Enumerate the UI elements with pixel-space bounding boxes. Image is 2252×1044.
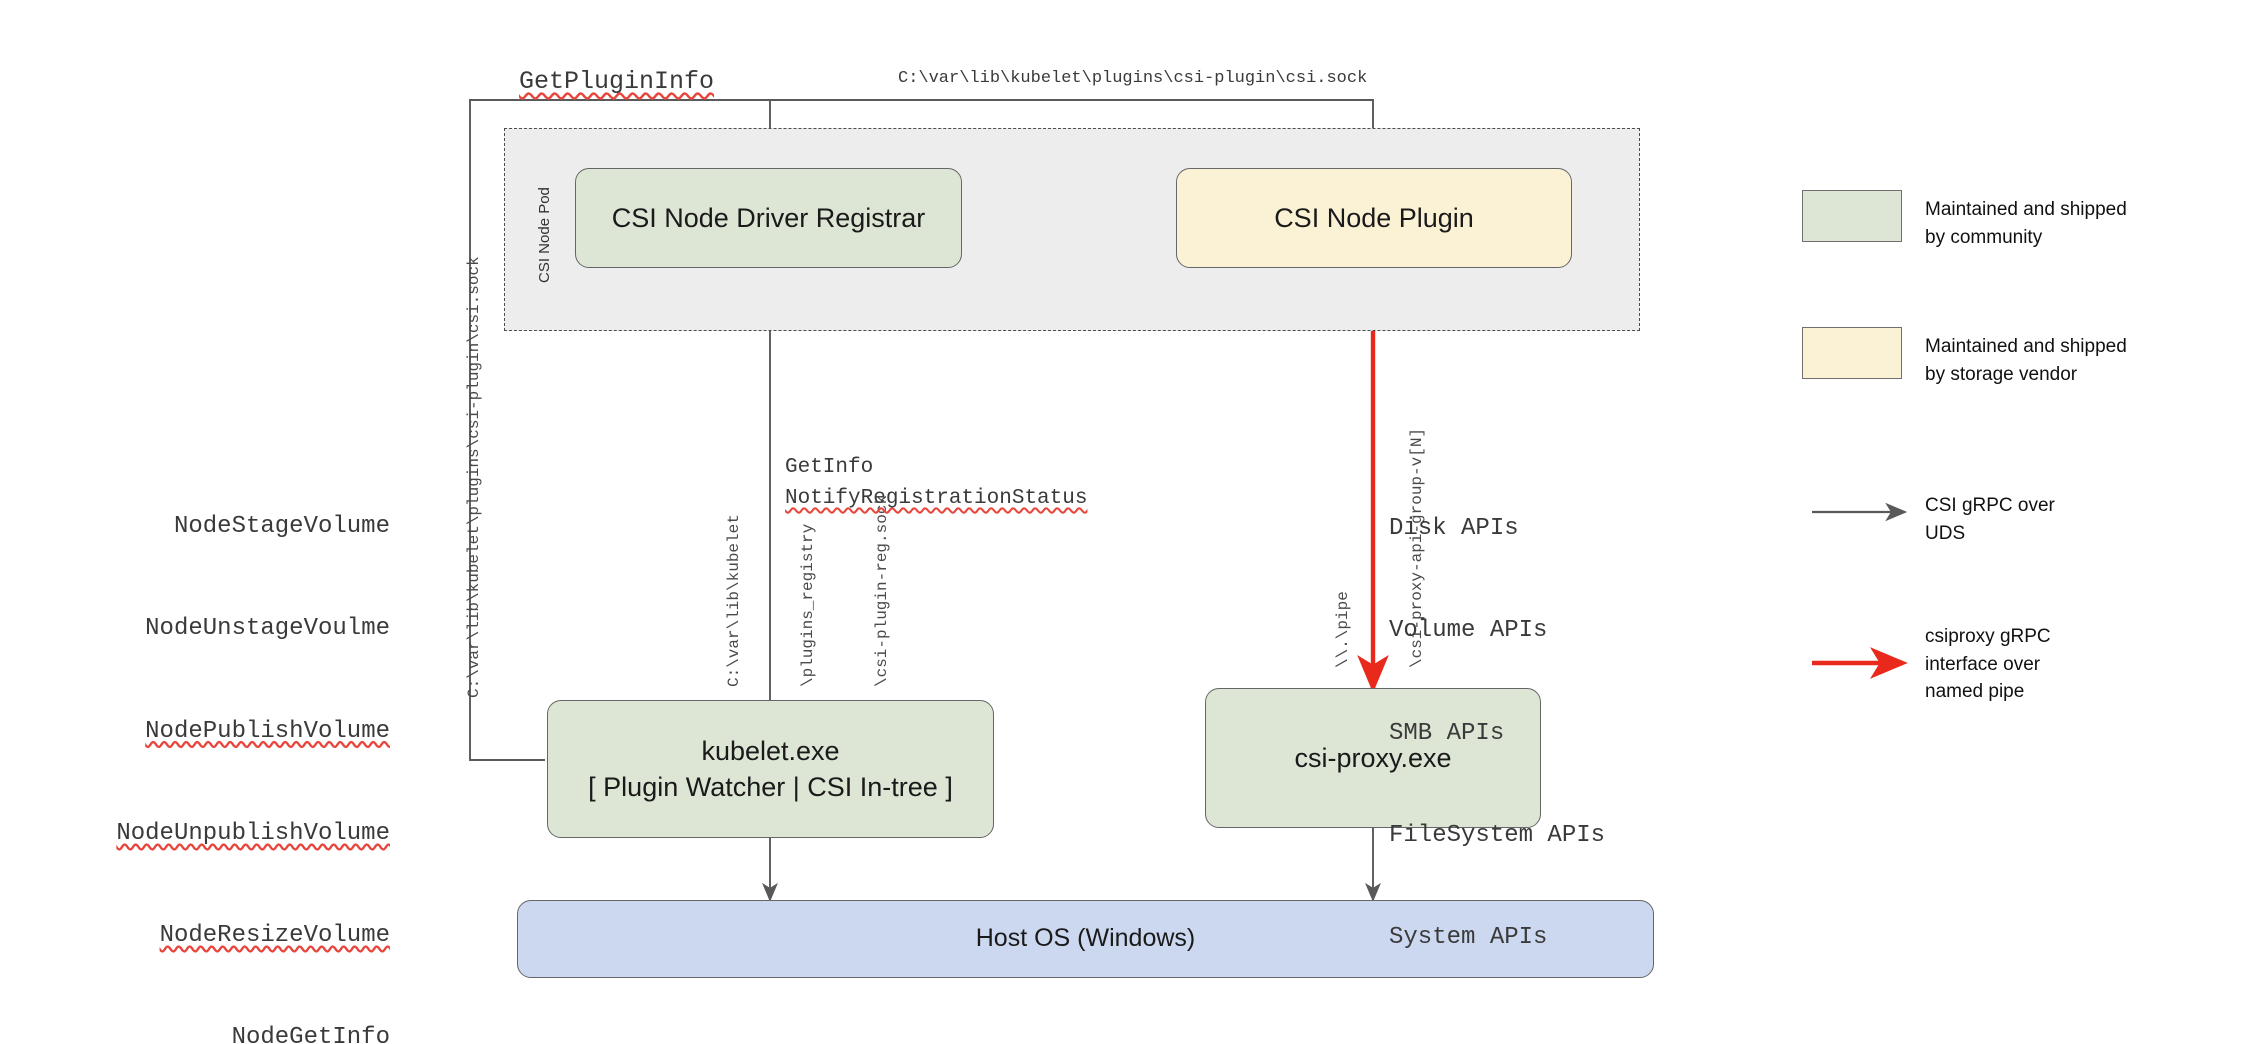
legend-label-csiproxy-grpc-pipe: csiproxy gRPC interface over named pipe bbox=[1925, 626, 2051, 703]
legend-label-community: Maintained and shipped by community bbox=[1925, 199, 2127, 248]
csi-node-api-label: NodeUnstageVoulme bbox=[145, 615, 390, 643]
label-notify-registration-status: NotifyRegistrationStatus bbox=[785, 487, 1088, 510]
csi-node-api-label: NodePublishVolume bbox=[145, 717, 390, 745]
csi-proxy-api-item: Disk APIs bbox=[1389, 515, 1519, 543]
node-csi-proxy-exe[interactable]: csi-proxy.exe bbox=[1205, 688, 1541, 828]
csi-node-api-item: NodeResizeVolume bbox=[60, 919, 390, 953]
node-csi-node-driver-registrar[interactable]: CSI Node Driver Registrar bbox=[575, 168, 962, 268]
node-host-os[interactable]: Host OS (Windows) bbox=[517, 900, 1654, 978]
node-csi-node-driver-registrar-label: CSI Node Driver Registrar bbox=[611, 202, 926, 233]
label-getinfo: GetInfo bbox=[785, 456, 874, 479]
csi-proxy-api-item: Volume APIs bbox=[1389, 617, 1548, 645]
csi-proxy-api-list: Disk APIs Volume APIs SMB APIs FileSyste… bbox=[1389, 444, 1729, 1023]
csi-node-api-list: NodeStageVolume NodeUnstageVoulme NodePu… bbox=[60, 442, 390, 1044]
node-kubelet-exe-line1: kubelet.exe bbox=[701, 735, 840, 766]
csi-node-api-label: NodeGetInfo bbox=[231, 1024, 390, 1044]
node-csi-node-plugin-label: CSI Node Plugin bbox=[1274, 202, 1474, 233]
node-host-os-label: Host OS (Windows) bbox=[975, 924, 1196, 953]
label-getplugininfo: GetPluginInfo bbox=[519, 67, 715, 96]
registry-path-line-2: \plugins_registry bbox=[798, 523, 817, 687]
csi-node-api-item: NodeGetInfo bbox=[60, 1021, 390, 1044]
label-registry-path-rotated: C:\var\lib\kubelet \plugins_registry \cs… bbox=[672, 495, 945, 687]
csi-proxy-api-item: System APIs bbox=[1389, 924, 1548, 952]
node-kubelet-exe[interactable]: kubelet.exe [ Plugin Watcher | CSI In-tr… bbox=[547, 700, 994, 838]
csi-node-api-item: NodeStageVolume bbox=[60, 510, 390, 544]
csi-proxy-api-item: SMB APIs bbox=[1389, 719, 1505, 747]
csi-node-api-item: NodeUnpublishVolume bbox=[60, 817, 390, 851]
csi-node-api-label: NodeUnpublishVolume bbox=[116, 819, 390, 847]
legend-swatch-community bbox=[1802, 190, 1902, 242]
label-csi-sock-path-top: C:\var\lib\kubelet\plugins\csi-plugin\cs… bbox=[898, 69, 1368, 88]
node-kubelet-exe-line2: [ Plugin Watcher | CSI In-tree ] bbox=[588, 772, 953, 802]
csi-node-api-item: NodePublishVolume bbox=[60, 715, 390, 749]
label-csi-sock-path-rotated: C:\var\lib\kubelet\plugins\csi-plugin\cs… bbox=[465, 256, 483, 698]
csi-node-pod-label: CSI Node Pod bbox=[536, 187, 553, 283]
legend-label-csi-grpc-uds: CSI gRPC over UDS bbox=[1925, 495, 2055, 544]
csi-node-api-label: NodeResizeVolume bbox=[159, 922, 390, 950]
csi-node-api-label: NodeStageVolume bbox=[173, 513, 390, 541]
csi-node-api-item: NodeUnstageVoulme bbox=[60, 612, 390, 646]
legend-swatch-storage-vendor bbox=[1802, 327, 1902, 379]
named-pipe-line-1: \\.\pipe bbox=[1333, 591, 1352, 668]
registry-path-line-3: \csi-plugin-reg.sock bbox=[873, 494, 892, 687]
node-csi-node-plugin[interactable]: CSI Node Plugin bbox=[1176, 168, 1572, 268]
registry-path-line-1: C:\var\lib\kubelet bbox=[724, 514, 743, 687]
csi-proxy-api-item: FileSystem APIs bbox=[1389, 821, 1606, 849]
node-csi-proxy-exe-label: csi-proxy.exe bbox=[1294, 742, 1452, 773]
legend-label-storage-vendor: Maintained and shipped by storage vendor bbox=[1925, 336, 2127, 385]
